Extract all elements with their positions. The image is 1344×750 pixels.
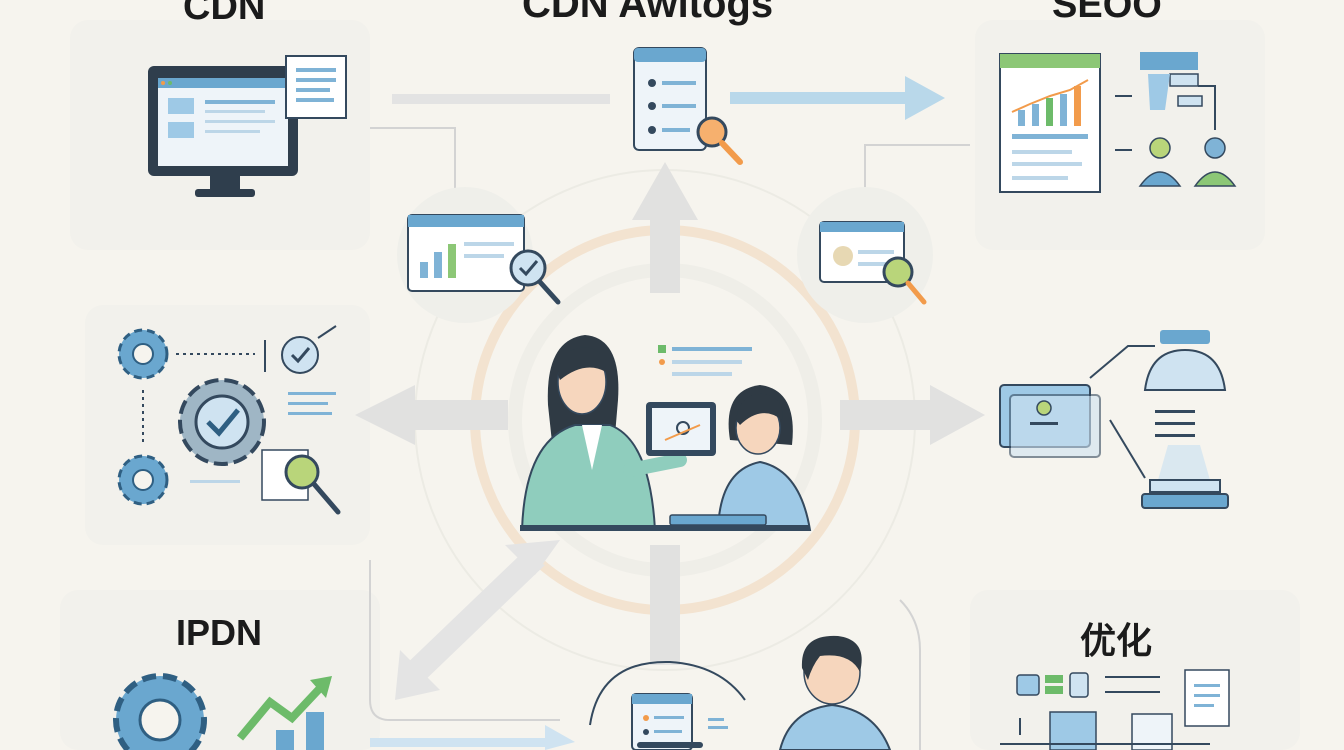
label-bottom-left: IPDN — [176, 612, 263, 653]
monitor-icon — [148, 66, 298, 197]
gear-icon — [117, 328, 255, 506]
arrow-down — [650, 545, 680, 665]
circle-panel-right — [797, 187, 933, 323]
label-top-right: SEOO — [1052, 0, 1162, 26]
bar-left-top — [392, 94, 610, 104]
arrow-diagonal-bottom-left — [395, 540, 560, 700]
label-top-left: CDN — [183, 0, 266, 28]
arrow-left — [355, 385, 508, 445]
magnifier-icon — [696, 116, 743, 165]
label-bottom-right: 优化 — [1080, 620, 1153, 661]
server-list-icon — [633, 47, 707, 151]
label-top-center: CDN Awitogs — [522, 0, 774, 26]
arrow-up — [632, 162, 698, 293]
chart-window-icon — [999, 53, 1101, 193]
people-icon — [520, 335, 812, 531]
arrow-right — [840, 385, 985, 445]
arrow-bottom — [370, 725, 575, 750]
connector-lines — [369, 127, 970, 750]
arrow-top-right — [730, 76, 945, 120]
document-icon — [285, 55, 347, 119]
trend-chart-icon — [113, 673, 332, 750]
flowchart-icon — [1115, 52, 1237, 187]
check-gear-icon — [178, 325, 341, 515]
circle-panel-left — [397, 187, 561, 323]
bottom-center-group — [589, 635, 892, 750]
funnel-stack-icon — [999, 330, 1229, 509]
bottom-right-flow — [1000, 669, 1230, 750]
